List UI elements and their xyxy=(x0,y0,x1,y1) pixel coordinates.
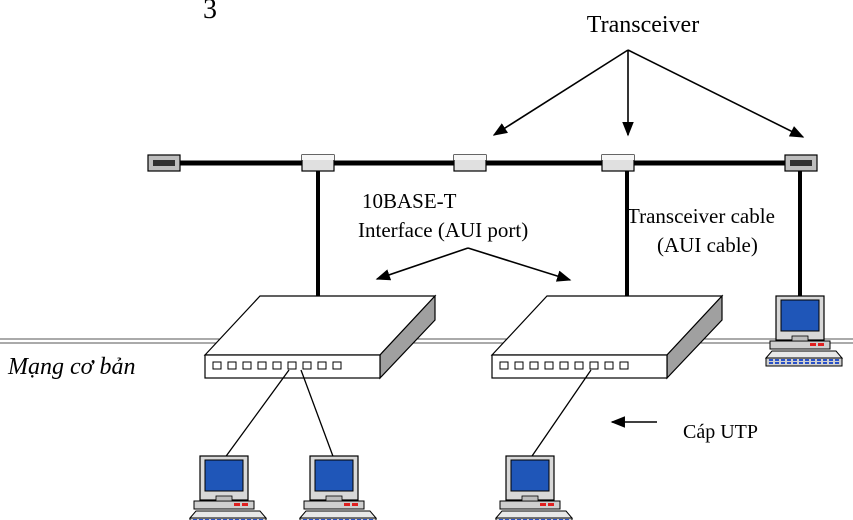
backbone-line xyxy=(0,338,853,344)
cable-label-line2: (AUI cable) xyxy=(657,233,758,257)
aui-cables xyxy=(316,168,802,297)
desktop-computer-icon xyxy=(299,455,377,520)
cable-label-line1: Transceiver cable xyxy=(627,204,775,228)
interface-label-line2: Interface (AUI port) xyxy=(358,218,528,242)
hub-icon xyxy=(203,294,437,380)
transceiver-label: Transceiver xyxy=(587,12,699,38)
interface-arrows xyxy=(375,247,572,282)
transceiver-icon xyxy=(601,154,635,172)
top-fragment-text: 3 xyxy=(203,0,217,25)
desktop-computer-icon xyxy=(495,455,573,520)
terminator-icon xyxy=(784,154,818,172)
transceiver-icon xyxy=(301,154,335,172)
transceiver-arrows xyxy=(492,49,805,138)
transceiver-icon xyxy=(453,154,487,172)
backbone-label: Mạng cơ bản xyxy=(7,354,135,380)
desktop-computer-icon xyxy=(189,455,267,520)
desktop-computer-icon xyxy=(765,295,843,367)
interface-label-line1: 10BASE-T xyxy=(362,189,457,213)
utp-label: Cáp UTP xyxy=(683,421,758,443)
utp-cables xyxy=(223,369,592,460)
hub-icon xyxy=(490,294,724,380)
terminator-icon xyxy=(147,154,181,172)
